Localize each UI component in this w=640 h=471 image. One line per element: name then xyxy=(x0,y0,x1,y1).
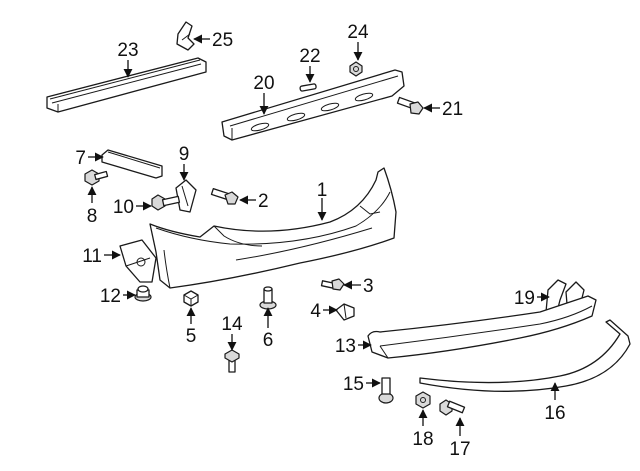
part-21-bolt xyxy=(396,96,424,115)
callout-11: 11 xyxy=(82,246,102,267)
callout-2: 2 xyxy=(258,191,269,212)
callout-labels: 1 2 3 4 5 6 7 8 9 10 11 12 13 14 15 16 1… xyxy=(75,22,565,460)
callout-6: 6 xyxy=(263,330,274,351)
part-11-retainer-bracket xyxy=(119,239,157,283)
callout-22: 22 xyxy=(299,46,320,67)
callout-8: 8 xyxy=(87,206,98,227)
part-16-molding xyxy=(419,319,631,392)
callout-16: 16 xyxy=(544,403,565,424)
part-23-energy-absorber xyxy=(46,57,207,113)
callout-9: 9 xyxy=(179,144,190,165)
callout-15: 15 xyxy=(343,374,364,395)
part-7-side-bracket xyxy=(101,149,163,179)
callout-13: 13 xyxy=(335,336,356,357)
callout-4: 4 xyxy=(310,301,321,322)
part-5-clip xyxy=(183,290,199,307)
part-9-bracket xyxy=(175,179,197,213)
part-12-clip xyxy=(134,285,152,302)
part-1-bumper-cover xyxy=(149,167,397,289)
part-15-clip xyxy=(378,377,394,404)
callout-23: 23 xyxy=(117,40,138,61)
callout-24: 24 xyxy=(347,22,369,43)
part-14-bolt xyxy=(224,349,240,373)
part-18-nut xyxy=(415,391,431,409)
callout-1: 1 xyxy=(317,180,328,201)
callout-20: 20 xyxy=(253,73,274,94)
part-8-bolt xyxy=(84,169,109,186)
callout-12: 12 xyxy=(100,286,121,307)
part-25-bracket xyxy=(176,21,195,51)
callout-21: 21 xyxy=(442,99,463,120)
part-17-bolt xyxy=(439,399,466,416)
leader-lines xyxy=(87,34,560,436)
callout-17: 17 xyxy=(449,439,470,460)
part-20-reinforcement-beam xyxy=(221,69,405,141)
callout-10: 10 xyxy=(113,197,134,218)
part-10-bolt xyxy=(151,194,181,211)
callout-7: 7 xyxy=(75,148,86,169)
part-22-stud xyxy=(299,83,317,92)
part-2-bolt xyxy=(210,188,239,205)
callout-14: 14 xyxy=(221,314,243,335)
callout-5: 5 xyxy=(186,326,197,347)
part-24-nut xyxy=(349,61,363,77)
callout-25: 25 xyxy=(212,30,233,51)
part-6-push-clip xyxy=(259,286,277,310)
part-13-lower-valance xyxy=(367,295,597,359)
callout-19: 19 xyxy=(514,288,535,309)
callout-18: 18 xyxy=(412,429,433,450)
callout-3: 3 xyxy=(363,276,374,297)
part-3-screw xyxy=(320,278,345,291)
part-4-clip xyxy=(335,303,355,321)
